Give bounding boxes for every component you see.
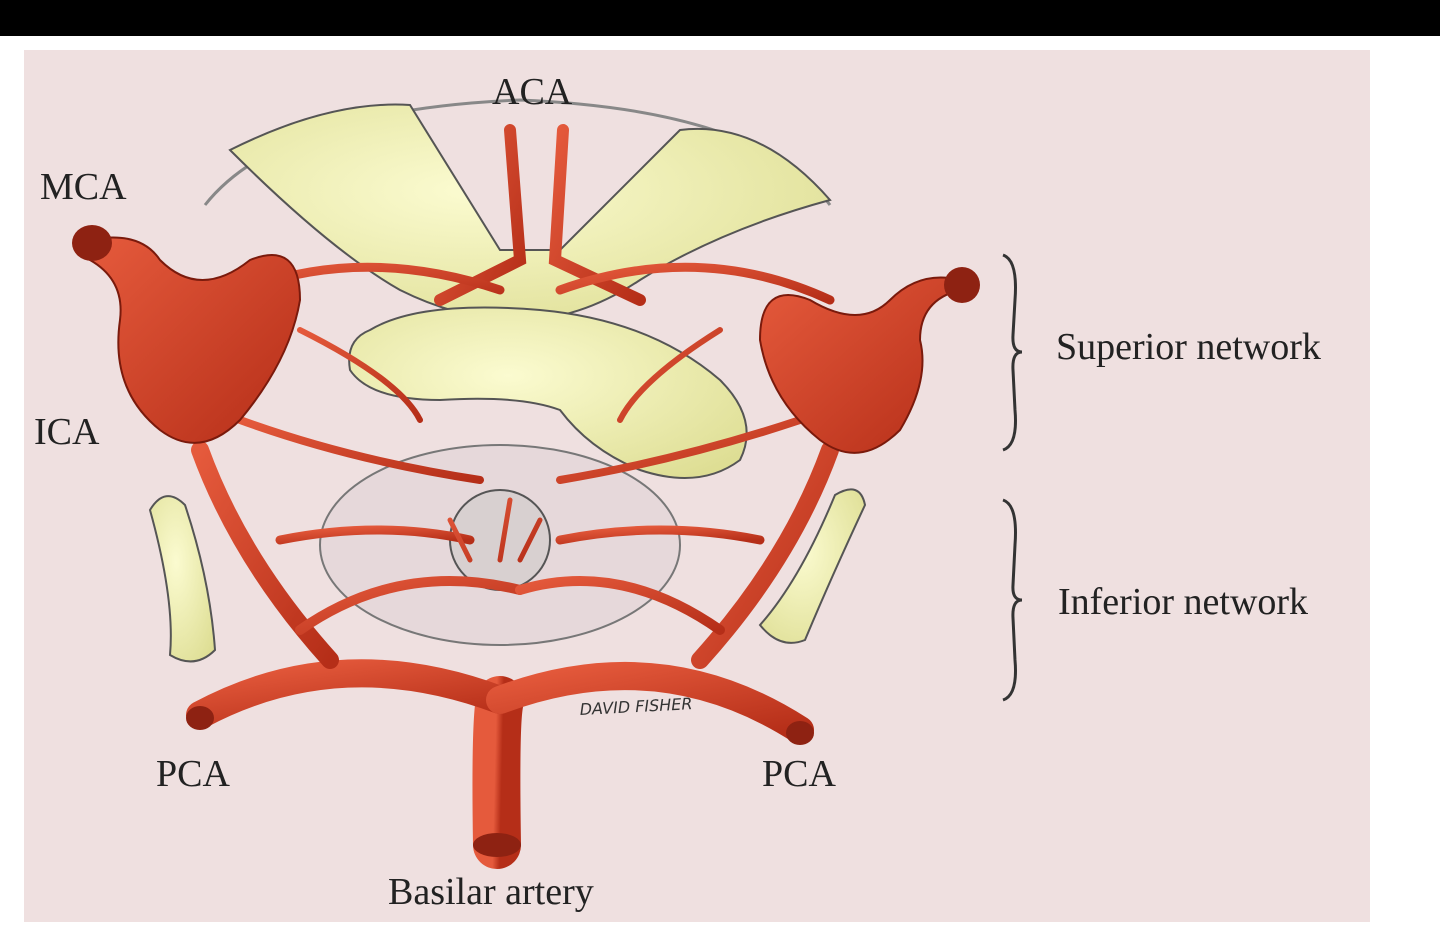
optic-tract (348, 306, 748, 479)
label-pca-right: PCA (762, 753, 836, 795)
label-mca: MCA (40, 166, 127, 208)
left-ica-mca (89, 236, 302, 444)
label-pca-left: PCA (156, 753, 230, 795)
artery-network (186, 124, 839, 869)
label-ica: ICA (34, 411, 100, 453)
inferior-brace (1002, 498, 1023, 702)
label-aca: ACA (492, 71, 573, 113)
artist-signature: DAVID FISHER (579, 694, 693, 719)
label-superior-network: Superior network (1056, 326, 1321, 368)
label-basilar-artery: Basilar artery (388, 871, 594, 913)
optic-chiasm (228, 103, 832, 322)
superior-brace (1002, 253, 1023, 452)
right-ica-mca (758, 276, 961, 454)
label-inferior-network: Inferior network (1058, 581, 1309, 623)
left-nerve (148, 495, 217, 663)
right-nerve (758, 488, 867, 644)
top-black-bar (0, 0, 1440, 36)
